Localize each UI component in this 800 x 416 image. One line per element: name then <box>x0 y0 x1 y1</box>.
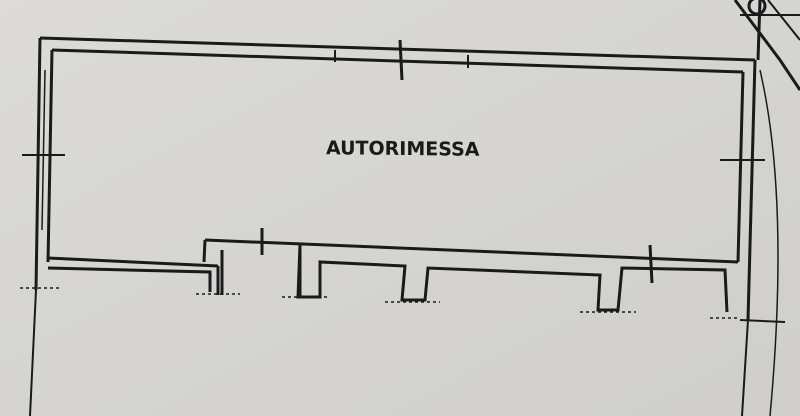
walls <box>22 0 800 416</box>
dimension-marks <box>20 287 740 319</box>
room-label-autorimessa: AUTORIMESSA <box>326 137 480 161</box>
